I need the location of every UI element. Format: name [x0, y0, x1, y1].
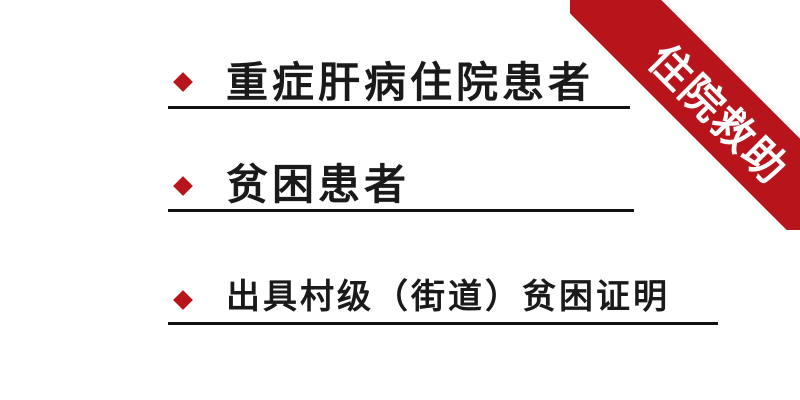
underline-divider: [168, 209, 634, 212]
ribbon-label: 住院救助: [639, 34, 799, 194]
diamond-bullet-icon: [173, 176, 193, 196]
bullet-text: 重症肝病住院患者: [226, 58, 595, 107]
diamond-bullet-icon: [173, 290, 193, 310]
bullet-item: 出具村级（街道）贫困证明: [168, 278, 718, 328]
bullet-item: 贫困患者: [168, 160, 634, 212]
ribbon-band: 住院救助: [570, 0, 800, 230]
bullet-text: 出具村级（街道）贫困证明: [226, 277, 670, 317]
bullet-item: 重症肝病住院患者: [168, 60, 630, 110]
underline-divider: [168, 106, 630, 109]
underline-divider: [168, 322, 718, 325]
diamond-bullet-icon: [173, 72, 193, 92]
bullet-text: 贫困患者: [226, 160, 411, 209]
corner-ribbon: 住院救助: [570, 0, 800, 230]
